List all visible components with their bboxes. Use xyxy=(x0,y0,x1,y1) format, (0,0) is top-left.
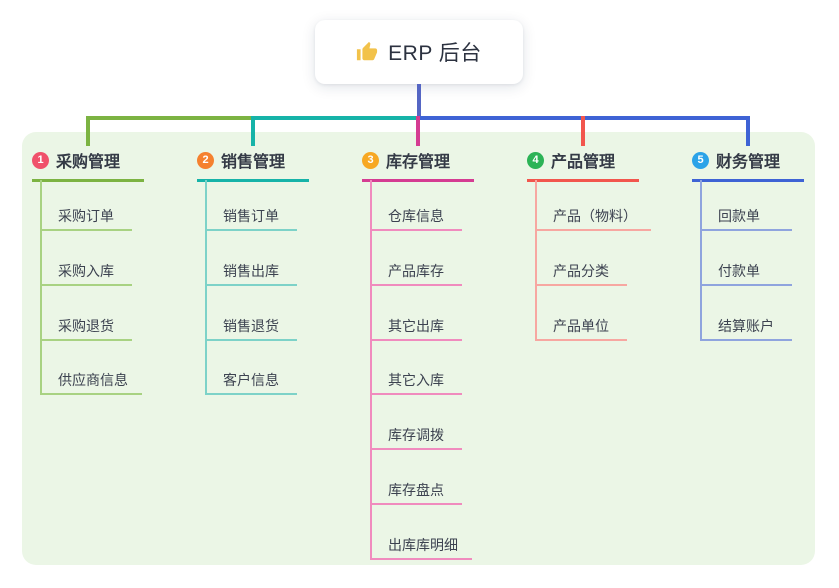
connector-line xyxy=(581,116,585,146)
connector-line xyxy=(251,116,416,120)
connector-line xyxy=(700,180,702,339)
branch-3: 3 库存管理仓库信息产品库存其它出库其它入库库存调拨库存盘点出库库明细 xyxy=(362,148,512,560)
connector-line xyxy=(417,84,421,118)
branch-3-item[interactable]: 产品库存 xyxy=(370,260,462,286)
connector-line xyxy=(86,116,251,120)
connector-line xyxy=(370,180,372,558)
branch-5-item[interactable]: 付款单 xyxy=(700,260,792,286)
root-title: ERP 后台 xyxy=(388,42,482,65)
connector-line xyxy=(40,180,42,393)
branch-number-badge: 2 xyxy=(197,151,214,169)
branch-label: 采购管理 xyxy=(56,154,121,171)
branch-label: 库存管理 xyxy=(386,154,451,171)
branch-4-item[interactable]: 产品单位 xyxy=(535,315,627,341)
branch-1-item[interactable]: 采购退货 xyxy=(40,315,132,341)
connector-line xyxy=(251,116,255,146)
branch-5-item[interactable]: 回款单 xyxy=(700,205,792,231)
branch-1: 1 采购管理采购订单采购入库采购退货供应商信息 xyxy=(32,148,182,395)
connector-line xyxy=(416,116,420,146)
branch-2-item[interactable]: 销售订单 xyxy=(205,205,297,231)
branch-1-item[interactable]: 供应商信息 xyxy=(40,369,142,395)
branch-4-item[interactable]: 产品（物料） xyxy=(535,205,651,231)
branch-label: 销售管理 xyxy=(221,154,286,171)
branch-4: 4 产品管理产品（物料） 产品分类产品单位 xyxy=(527,148,677,341)
branch-number-badge: 5 xyxy=(692,151,709,169)
branch-2: 2 销售管理销售订单销售出库销售退货客户信息 xyxy=(197,148,347,395)
branch-3-item[interactable]: 其它入库 xyxy=(370,369,462,395)
branch-number-badge: 3 xyxy=(362,151,379,169)
branch-label: 财务管理 xyxy=(716,154,781,171)
branch-4-header[interactable]: 4 产品管理 xyxy=(527,148,639,182)
thumbs-up-icon xyxy=(356,41,378,63)
branch-3-item[interactable]: 出库库明细 xyxy=(370,534,472,560)
branch-3-item[interactable]: 库存盘点 xyxy=(370,479,462,505)
branch-3-item[interactable]: 库存调拨 xyxy=(370,424,462,450)
branch-3-item[interactable]: 仓库信息 xyxy=(370,205,462,231)
branch-2-item[interactable]: 销售退货 xyxy=(205,315,297,341)
branch-number-badge: 1 xyxy=(32,151,49,169)
connector-line xyxy=(746,116,750,146)
branch-label: 产品管理 xyxy=(551,154,616,171)
branch-5: 5 财务管理回款单付款单结算账户 xyxy=(692,148,839,341)
root-node[interactable]: ERP 后台 xyxy=(315,20,523,84)
branch-2-item[interactable]: 客户信息 xyxy=(205,369,297,395)
connector-line xyxy=(205,180,207,393)
branch-2-header[interactable]: 2 销售管理 xyxy=(197,148,309,182)
branch-1-item[interactable]: 采购入库 xyxy=(40,260,132,286)
branch-1-item[interactable]: 采购订单 xyxy=(40,205,132,231)
branch-5-item[interactable]: 结算账户 xyxy=(700,315,792,341)
branch-3-header[interactable]: 3 库存管理 xyxy=(362,148,474,182)
branch-5-header[interactable]: 5 财务管理 xyxy=(692,148,804,182)
branch-4-item[interactable]: 产品分类 xyxy=(535,260,627,286)
branches-panel xyxy=(22,132,815,565)
branch-1-header[interactable]: 1 采购管理 xyxy=(32,148,144,182)
connector-line xyxy=(86,116,90,146)
branch-3-item[interactable]: 其它出库 xyxy=(370,315,462,341)
connector-line xyxy=(535,180,537,339)
branch-number-badge: 4 xyxy=(527,151,544,169)
branch-2-item[interactable]: 销售出库 xyxy=(205,260,297,286)
